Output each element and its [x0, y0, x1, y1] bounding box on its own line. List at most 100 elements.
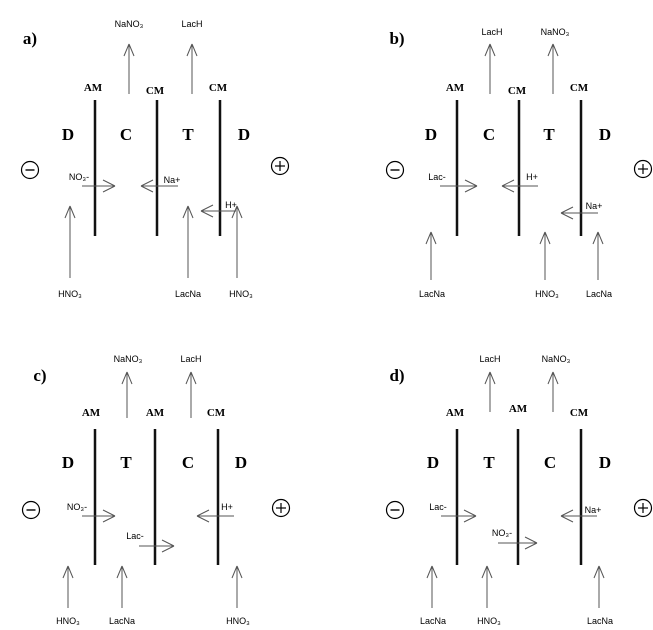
- compartment-label: D: [599, 125, 611, 144]
- output-label: NaNO₃: [542, 354, 571, 364]
- ion-arrow: [200, 204, 236, 218]
- compartment-label: D: [62, 125, 74, 144]
- input-arrow: [116, 565, 128, 608]
- cathode-minus-icon: [385, 500, 405, 520]
- output-label: LacH: [481, 27, 502, 37]
- panel-label: d): [389, 366, 404, 385]
- output-arrow: [484, 43, 496, 94]
- anode-plus-icon: [271, 498, 291, 518]
- input-arrow: [593, 565, 605, 608]
- membrane-label: CM: [570, 82, 589, 94]
- input-label: LacNa: [420, 616, 446, 626]
- ion-label: H+: [526, 172, 538, 182]
- anode-plus-icon: [270, 156, 290, 176]
- compartment-label: C: [544, 453, 556, 472]
- membrane-label: AM: [84, 82, 103, 94]
- anode-plus-icon: [633, 159, 653, 179]
- output-arrow: [547, 43, 559, 94]
- ion-arrow: [498, 536, 538, 550]
- output-arrow: [123, 43, 135, 94]
- membrane-label: CM: [570, 407, 589, 419]
- ion-label: Na+: [164, 175, 181, 185]
- input-label: HNO₃: [56, 616, 80, 626]
- membrane-label: CM: [146, 85, 165, 97]
- compartment-label: T: [483, 453, 495, 472]
- membrane-label: AM: [446, 82, 465, 94]
- ion-arrow: [82, 509, 116, 523]
- ion-label: Na+: [585, 505, 602, 515]
- ion-arrow: [196, 509, 234, 523]
- ion-label: H+: [221, 502, 233, 512]
- input-label: LacNa: [175, 289, 201, 299]
- compartment-label: C: [120, 125, 132, 144]
- output-arrow: [121, 371, 133, 418]
- input-label: HNO₃: [477, 616, 501, 626]
- compartment-label: D: [62, 453, 74, 472]
- cathode-minus-icon: [20, 160, 40, 180]
- input-arrow: [481, 565, 493, 608]
- input-label: LacNa: [586, 289, 612, 299]
- input-arrow: [64, 205, 76, 278]
- compartment-label: D: [599, 453, 611, 472]
- input-label: HNO₃: [58, 289, 82, 299]
- ion-arrow: [440, 179, 478, 193]
- compartment-label: C: [483, 125, 495, 144]
- input-arrow: [62, 565, 74, 608]
- compartment-label: T: [543, 125, 555, 144]
- ion-arrow: [139, 539, 175, 553]
- membrane-label: CM: [209, 82, 228, 94]
- output-label: NaNO₃: [114, 354, 143, 364]
- input-arrow: [182, 205, 194, 278]
- ion-arrow: [560, 206, 598, 220]
- ion-arrow: [140, 179, 178, 193]
- input-arrow: [426, 565, 438, 608]
- ion-label: Na+: [586, 201, 603, 211]
- panel-label: c): [33, 366, 46, 385]
- ion-label: NO₃-: [492, 528, 512, 538]
- output-label: LacH: [181, 19, 202, 29]
- cathode-minus-icon: [385, 160, 405, 180]
- membrane-label: AM: [509, 403, 528, 415]
- output-arrow: [186, 43, 198, 94]
- input-label: HNO₃: [229, 289, 253, 299]
- output-arrow: [484, 371, 496, 412]
- membrane-label: AM: [82, 407, 101, 419]
- anode-plus-icon: [633, 498, 653, 518]
- ion-label: Lac-: [126, 531, 144, 541]
- output-label: NaNO₃: [541, 27, 570, 37]
- compartment-label: D: [425, 125, 437, 144]
- input-label: LacNa: [419, 289, 445, 299]
- membrane-label: AM: [446, 407, 465, 419]
- output-label: LacH: [479, 354, 500, 364]
- compartment-label: D: [427, 453, 439, 472]
- membrane-label: CM: [207, 407, 226, 419]
- input-arrow: [425, 231, 437, 280]
- input-arrow: [231, 205, 243, 278]
- ion-arrow: [441, 509, 477, 523]
- ion-label: H+: [225, 200, 237, 210]
- input-arrow: [231, 565, 243, 608]
- output-arrow: [185, 371, 197, 418]
- compartment-label: T: [120, 453, 132, 472]
- input-arrow: [539, 231, 551, 280]
- membrane-label: AM: [146, 407, 165, 419]
- panel-label: a): [23, 29, 37, 48]
- output-label: NaNO₃: [115, 19, 144, 29]
- input-label: LacNa: [109, 616, 135, 626]
- output-label: LacH: [180, 354, 201, 364]
- compartment-label: C: [182, 453, 194, 472]
- membrane-label: CM: [508, 85, 527, 97]
- ion-label: NO₃-: [69, 172, 89, 182]
- ion-label: NO₃-: [67, 502, 87, 512]
- ion-arrow: [82, 179, 116, 193]
- input-arrow: [592, 231, 604, 280]
- input-label: LacNa: [587, 616, 613, 626]
- cathode-minus-icon: [21, 500, 41, 520]
- ion-arrow: [560, 509, 597, 523]
